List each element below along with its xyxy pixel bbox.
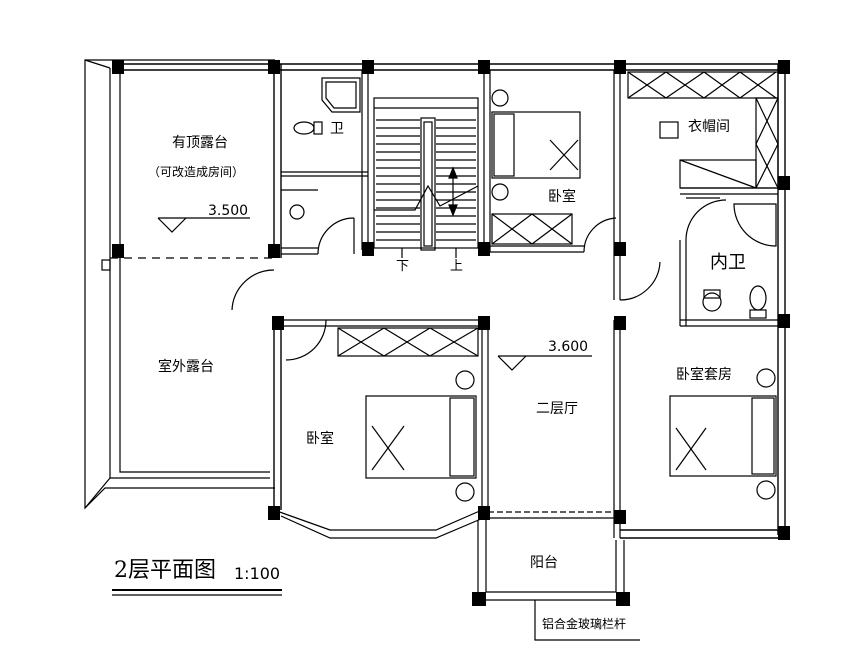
covered-terrace-note: （可改造成房间） xyxy=(148,165,245,179)
ensuite-bathroom-label: 内卫 xyxy=(710,252,746,273)
stair-up-label: 上 xyxy=(450,259,464,274)
west-door-arc xyxy=(231,269,275,311)
bathroom-walls xyxy=(281,70,369,255)
elevation-marker-floor xyxy=(497,355,592,371)
bathroom-label: 卫 xyxy=(330,121,344,137)
ensuite-walls xyxy=(679,197,778,327)
staircase xyxy=(373,97,479,258)
master-door-arc xyxy=(619,261,661,301)
plan-title: 2层平面图 xyxy=(114,558,216,583)
covered-terrace-label: 有顶露台 xyxy=(172,135,228,151)
north-bedroom-walls xyxy=(483,70,621,300)
cloakroom-walls xyxy=(627,71,779,195)
elevation-marker-terrace xyxy=(157,217,250,233)
stair-down-label: 下 xyxy=(396,259,410,274)
railing-leader xyxy=(534,600,640,641)
cloakroom-label: 衣帽间 xyxy=(688,119,730,135)
balcony xyxy=(477,511,625,601)
columns xyxy=(112,60,790,606)
outdoor-terrace-label: 室外露台 xyxy=(158,359,214,375)
plan-scale: 1:100 xyxy=(234,564,281,583)
south-bedroom-label: 卧室 xyxy=(306,431,334,447)
railing-note: 铝合金玻璃栏杆 xyxy=(542,617,627,631)
floor-elevation: 3.600 xyxy=(548,339,589,355)
master-suite-walls xyxy=(613,320,777,538)
south-bedroom-walls xyxy=(273,319,489,539)
north-bedroom-label: 卧室 xyxy=(548,189,576,205)
balcony-label: 阳台 xyxy=(530,555,558,571)
terrace-railing xyxy=(84,59,275,510)
terrace-elevation: 3.500 xyxy=(208,203,249,219)
master-suite-label: 卧室套房 xyxy=(676,367,732,383)
railing-post xyxy=(101,259,111,271)
living-hall-label: 二层厅 xyxy=(536,401,578,417)
